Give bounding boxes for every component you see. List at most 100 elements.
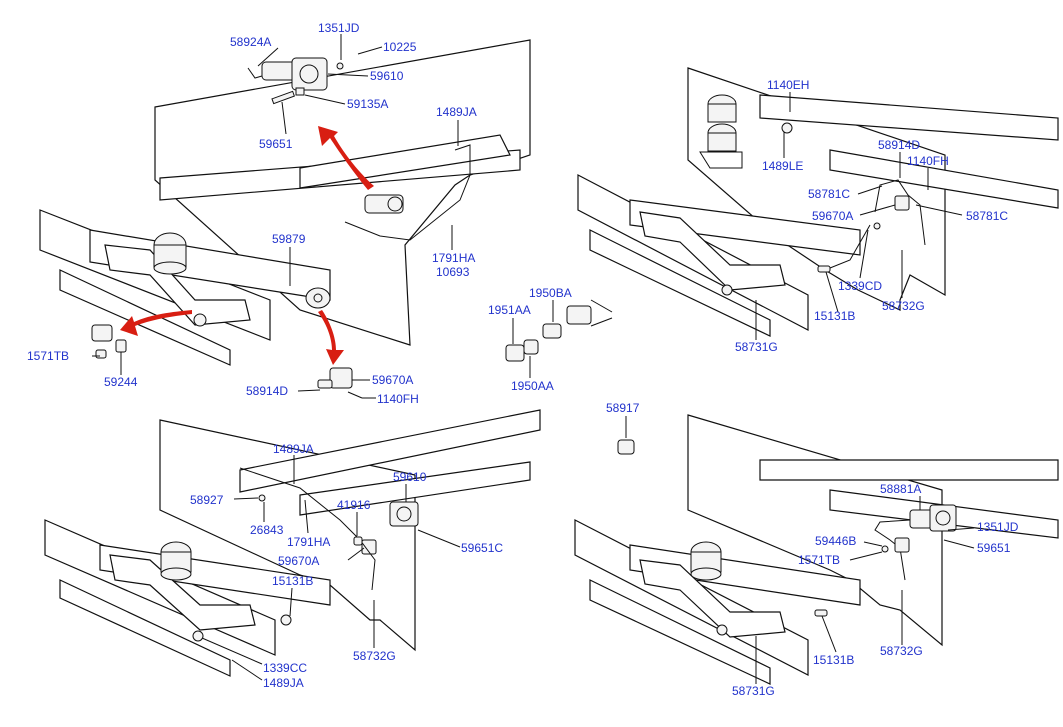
air-line xyxy=(344,144,471,241)
part-label: 1140FH xyxy=(907,154,949,168)
bottom-right-assembly xyxy=(574,414,1059,685)
part-label: 59244 xyxy=(104,375,138,389)
part-label: 59879 xyxy=(272,232,306,246)
part-label: 1571TB xyxy=(798,553,840,567)
arrow-icon xyxy=(318,310,344,365)
center-parts xyxy=(505,299,635,455)
frame-rail xyxy=(759,94,1059,141)
part-label: 59651 xyxy=(259,137,293,151)
part-label: 1791HA xyxy=(432,251,475,265)
part-label: 58924A xyxy=(230,35,271,49)
part-label: 58781C xyxy=(966,209,1008,223)
frame-rail xyxy=(299,134,511,189)
bolt xyxy=(271,90,296,105)
part-label: 1489LE xyxy=(762,159,803,173)
part-label: 59651C xyxy=(461,541,503,555)
air-line xyxy=(874,179,926,246)
part-label: 10225 xyxy=(383,40,417,54)
part-label: 58732G xyxy=(880,644,923,658)
frame-rail xyxy=(589,229,771,337)
top-right-assembly xyxy=(577,67,1059,340)
crossmember xyxy=(629,544,861,606)
part-label: 1489JA xyxy=(436,105,477,119)
leader-lines xyxy=(755,496,975,684)
frame-rail xyxy=(59,269,231,366)
frame-rail xyxy=(759,459,1059,481)
frame-panel xyxy=(154,39,531,346)
part-label: 1140FH xyxy=(377,392,419,406)
crossmember xyxy=(99,544,331,606)
part-label: 15131B xyxy=(272,574,313,588)
part-label: 1489JA xyxy=(263,676,304,690)
part-label: 59670A xyxy=(812,209,853,223)
part-label: 58927 xyxy=(190,493,224,507)
part-label: 15131B xyxy=(814,309,855,323)
fitting-part xyxy=(505,299,613,362)
valve-part xyxy=(317,367,363,399)
frame-panel xyxy=(159,419,416,652)
arrow-icon xyxy=(318,126,374,190)
frame-rail xyxy=(589,579,771,685)
part-label: 58917 xyxy=(606,401,640,415)
air-line xyxy=(874,519,911,581)
part-label: 58781C xyxy=(808,187,850,201)
leader-lines xyxy=(201,455,461,681)
frame-rail xyxy=(239,409,541,493)
air-line xyxy=(824,224,871,271)
leader-lines xyxy=(512,300,627,438)
leader-lines xyxy=(92,34,459,399)
part-label: 58731G xyxy=(735,340,778,354)
part-label: 1950BA xyxy=(529,286,572,300)
part-label: 15131B xyxy=(813,653,854,667)
part-label: 58914D xyxy=(878,138,920,152)
top-left-assembly xyxy=(39,34,531,399)
air-tank xyxy=(153,232,187,275)
part-label: 1351JD xyxy=(977,520,1019,534)
part-label: 1950AA xyxy=(511,379,554,393)
part-label: 58732G xyxy=(353,649,396,663)
part-label: 26843 xyxy=(250,523,284,537)
actuator-assembly xyxy=(909,504,957,532)
part-labels: 58924A 1351JD 10225 59610 59135A 59651 1… xyxy=(27,21,1019,698)
frame-rail xyxy=(59,579,231,677)
valve xyxy=(364,194,404,214)
arrow-icon xyxy=(120,310,192,336)
part-label: 1571TB xyxy=(27,349,69,363)
part-label: 58914D xyxy=(246,384,288,398)
part-label: 1489JA xyxy=(273,442,314,456)
part-label: 59670A xyxy=(278,554,319,568)
leader-lines xyxy=(755,92,963,340)
part-label: 58881A xyxy=(880,482,921,496)
x-bracket xyxy=(639,211,786,291)
frame-rail xyxy=(299,461,531,516)
air-tank xyxy=(160,541,192,581)
part-label: 59610 xyxy=(370,69,404,83)
part-label: 1951AA xyxy=(488,303,531,317)
actuator-assembly xyxy=(247,57,344,91)
part-label: 10693 xyxy=(436,265,470,279)
air-line xyxy=(239,467,376,591)
part-label: 58731G xyxy=(732,684,775,698)
part-label: 59610 xyxy=(393,470,427,484)
bottom-left-assembly xyxy=(44,409,541,681)
part-label: 59651 xyxy=(977,541,1011,555)
air-tank xyxy=(690,541,722,581)
valve-part xyxy=(361,501,419,555)
part-label: 59135A xyxy=(347,97,388,111)
part-label: 1339CD xyxy=(838,279,882,293)
part-label: 59670A xyxy=(372,373,413,387)
part-label: 1351JD xyxy=(318,21,360,35)
x-bracket xyxy=(639,559,786,638)
air-tank xyxy=(699,94,743,169)
part-label: 59446B xyxy=(815,534,856,548)
crossmember xyxy=(629,199,861,256)
nipple-part xyxy=(617,439,635,455)
part-label: 41916 xyxy=(337,498,371,512)
part-label: 1339CC xyxy=(263,661,307,675)
hub xyxy=(305,287,331,309)
part-label: 58732G xyxy=(882,299,925,313)
part-label: 1791HA xyxy=(287,535,330,549)
frame-panel xyxy=(687,67,946,311)
frame-rail xyxy=(829,149,1059,209)
